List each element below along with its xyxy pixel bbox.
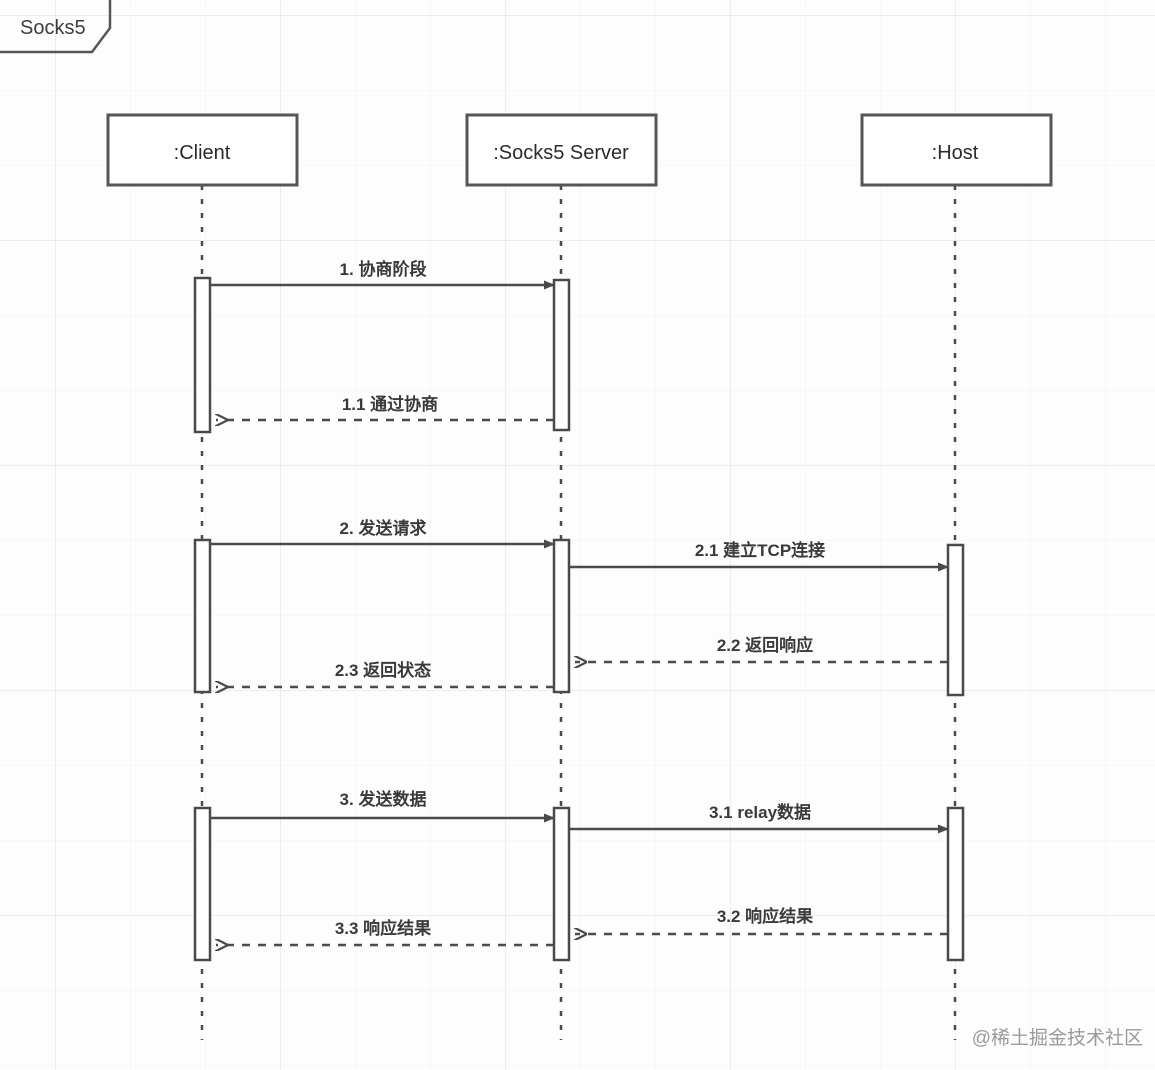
activation-bar-client-3[interactable] [193,806,212,962]
message-2-3[interactable]: 2.3 返回状态 [216,660,554,687]
message-label-2-3: 2.3 返回状态 [335,660,431,680]
activation-bar-server-3[interactable] [552,806,571,962]
participant-label-host: :Host [932,142,979,164]
message-label-3-2: 3.2 响应结果 [717,906,813,926]
frame-tab: Socks5 [0,0,112,54]
activation-bars-group [193,276,965,962]
message-1[interactable]: 1. 协商阶段 [209,259,555,290]
message-3-1[interactable]: 3.1 relay数据 [568,802,949,834]
message-2[interactable]: 2. 发送请求 [209,518,555,549]
activation-bar-server-1[interactable] [552,278,571,432]
message-label-3-3: 3.3 响应结果 [335,918,431,938]
participant-host[interactable]: :Host [860,113,1053,187]
message-label-2: 2. 发送请求 [340,518,427,538]
participant-label-server: :Socks5 Server [493,142,629,164]
frame-tab-label: Socks5 [20,17,86,39]
message-2-1[interactable]: 2.1 建立TCP连接 [568,540,949,572]
activation-bar-host-1[interactable] [946,543,965,697]
activation-bar-host-2[interactable] [946,806,965,962]
participant-label-client: :Client [174,142,231,164]
participant-box-host[interactable] [860,113,1053,187]
participant-server[interactable]: :Socks5 Server [465,113,658,187]
message-3-2[interactable]: 3.2 响应结果 [575,906,948,934]
activation-bar-client-1[interactable] [193,276,212,434]
activation-bar-server-2[interactable] [552,538,571,694]
participant-client[interactable]: :Client [106,113,299,187]
activation-bar-client-2[interactable] [193,538,212,694]
frame-tab-outline [0,0,112,54]
message-3[interactable]: 3. 发送数据 [209,789,555,823]
message-label-3-1: 3.1 relay数据 [709,802,811,822]
message-label-2-2: 2.2 返回响应 [717,635,813,655]
participant-box-client[interactable] [106,113,299,187]
message-label-2-1: 2.1 建立TCP连接 [695,540,825,560]
message-1-1[interactable]: 1.1 通过协商 [216,394,554,420]
message-label-3: 3. 发送数据 [340,789,427,809]
message-label-1: 1. 协商阶段 [340,259,427,279]
watermark: @稀土掘金技术社区 [972,1027,1143,1049]
message-label-1-1: 1.1 通过协商 [342,394,438,414]
lifelines-group [200,185,957,1040]
participant-box-server[interactable] [465,113,658,187]
message-3-3[interactable]: 3.3 响应结果 [216,918,554,945]
message-2-2[interactable]: 2.2 返回响应 [575,635,948,662]
